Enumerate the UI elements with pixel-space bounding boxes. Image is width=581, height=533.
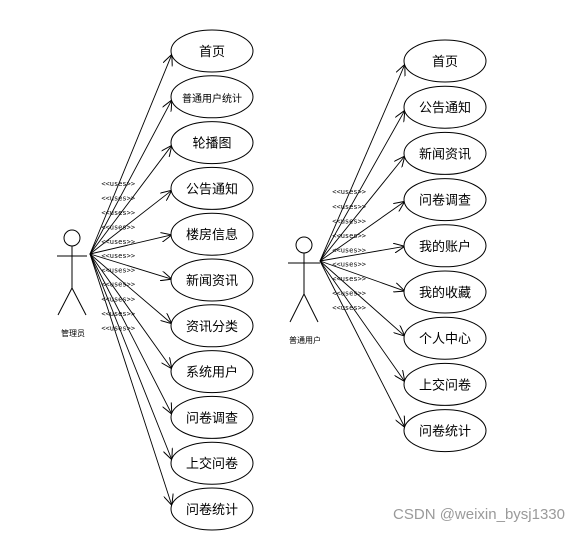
admin-uses-label-7: <<uses>>: [101, 281, 135, 289]
admin-use-case-3: [170, 166, 254, 210]
actor-user-leg-right: [303, 293, 319, 323]
user-link-1: [319, 110, 405, 262]
admin-link-5: [89, 253, 172, 279]
user-use-case-3: [403, 178, 487, 222]
user-use-case-4: [403, 224, 487, 268]
user-use-case-6: [403, 316, 487, 360]
admin-uses-label-5: <<uses>>: [101, 252, 135, 260]
actor-admin-label: 管理员: [61, 328, 85, 338]
admin-use-case-6: [170, 304, 254, 348]
user-link-8: [319, 260, 405, 427]
user-uses-label-5: <<uses>>: [332, 261, 366, 269]
user-use-case-8: [403, 409, 487, 453]
user-uses-label-0: <<uses>>: [332, 188, 366, 196]
admin-uses-label-3: <<uses>>: [101, 224, 135, 232]
admin-use-case-label-3: 公告通知: [186, 181, 238, 197]
user-use-case-label-8: 问卷统计: [419, 424, 471, 440]
user-uses-label-2: <<uses>>: [332, 217, 366, 225]
user-use-case-label-4: 我的账户: [419, 239, 471, 255]
admin-link-2: [89, 145, 172, 255]
user-use-case-1: [403, 85, 487, 129]
user-use-case-label-5: 我的收藏: [419, 285, 471, 301]
user-use-case-label-0: 首页: [432, 55, 458, 70]
admin-uses-label-0: <<uses>>: [101, 180, 135, 188]
user-link-4: [319, 246, 405, 262]
user-link-2: [319, 156, 405, 262]
admin-use-case-label-8: 问卷调查: [186, 410, 238, 426]
admin-link-8: [89, 253, 172, 414]
user-uses-label-7: <<uses>>: [332, 290, 366, 298]
user-link-5: [319, 260, 405, 291]
user-uses-label-8: <<uses>>: [332, 304, 366, 312]
admin-uses-label-6: <<uses>>: [101, 266, 135, 274]
admin-uses-label-8: <<uses>>: [101, 295, 135, 303]
user-use-case-0: [403, 39, 487, 83]
admin-uses-label-10: <<uses>>: [101, 324, 135, 332]
user-use-case-label-7: 上交问卷: [419, 377, 471, 393]
admin-use-case-5: [170, 258, 254, 302]
user-use-case-7: [403, 362, 487, 406]
user-link-7: [319, 260, 405, 382]
admin-uses-label-9: <<uses>>: [101, 310, 135, 318]
admin-use-case-label-4: 楼房信息: [186, 227, 238, 243]
user-use-case-label-2: 新闻资讯: [419, 146, 471, 162]
actor-user-leg-left: [289, 293, 305, 323]
actor-admin: 管理员: [57, 229, 87, 338]
user-uses-label-6: <<uses>>: [332, 275, 366, 283]
admin-use-case-8: [170, 395, 254, 439]
admin-link-9: [89, 253, 172, 460]
admin-use-case-label-9: 上交问卷: [186, 456, 238, 472]
admin-use-case-9: [170, 441, 254, 485]
user-use-case-5: [403, 270, 487, 314]
admin-use-case-label-5: 新闻资讯: [186, 273, 238, 289]
admin-use-case-10: [170, 487, 254, 531]
actor-user: 普通用户: [288, 236, 321, 345]
admin-use-case-2: [170, 121, 254, 165]
actor-user-head: [295, 236, 313, 254]
admin-link-3: [89, 190, 172, 255]
admin-link-7: [89, 253, 172, 369]
admin-use-case-label-7: 系统用户: [186, 365, 238, 381]
watermark: CSDN @weixin_bysj1330: [393, 506, 565, 523]
admin-use-case-0: [170, 29, 254, 73]
user-use-case-2: [403, 131, 487, 175]
user-use-case-label-6: 个人中心: [419, 332, 471, 347]
user-uses-label-1: <<uses>>: [332, 203, 366, 211]
admin-use-case-7: [170, 350, 254, 394]
admin-link-0: [89, 54, 172, 255]
admin-link-10: [89, 253, 172, 505]
user-uses-label-3: <<uses>>: [332, 232, 366, 240]
actor-admin-leg-right: [71, 287, 87, 316]
user-link-6: [319, 260, 405, 336]
use-case-ellipses: 首页普通用户统计轮播图公告通知楼房信息新闻资讯资讯分类系统用户问卷调查上交问卷问…: [170, 29, 487, 531]
admin-use-case-label-1: 普通用户统计: [182, 92, 242, 105]
admin-use-case-label-0: 首页: [199, 45, 225, 60]
admin-link-1: [89, 100, 172, 255]
actor-user-label: 普通用户: [289, 335, 321, 345]
admin-use-case-4: [170, 212, 254, 256]
user-use-case-label-3: 问卷调查: [419, 193, 471, 209]
admin-use-case-1: [170, 75, 254, 119]
admin-use-case-label-10: 问卷统计: [186, 502, 238, 518]
admin-link-6: [89, 253, 172, 324]
use-case-links: <<uses>> <<uses>> <<uses>> <<uses>> <<uses>>…: [89, 54, 405, 505]
admin-link-4: [89, 235, 172, 255]
user-uses-label-4: <<uses>>: [332, 246, 366, 254]
actor-admin-leg-left: [57, 287, 73, 316]
admin-use-case-label-6: 资讯分类: [186, 320, 238, 335]
user-use-case-label-1: 公告通知: [419, 100, 471, 116]
admin-uses-label-1: <<uses>>: [101, 195, 135, 203]
admin-uses-label-2: <<uses>>: [101, 209, 135, 217]
user-link-0: [319, 64, 405, 262]
user-link-3: [319, 201, 405, 262]
actor-admin-head: [63, 229, 81, 247]
admin-uses-label-4: <<uses>>: [101, 238, 135, 246]
admin-use-case-label-2: 轮播图: [192, 137, 231, 152]
